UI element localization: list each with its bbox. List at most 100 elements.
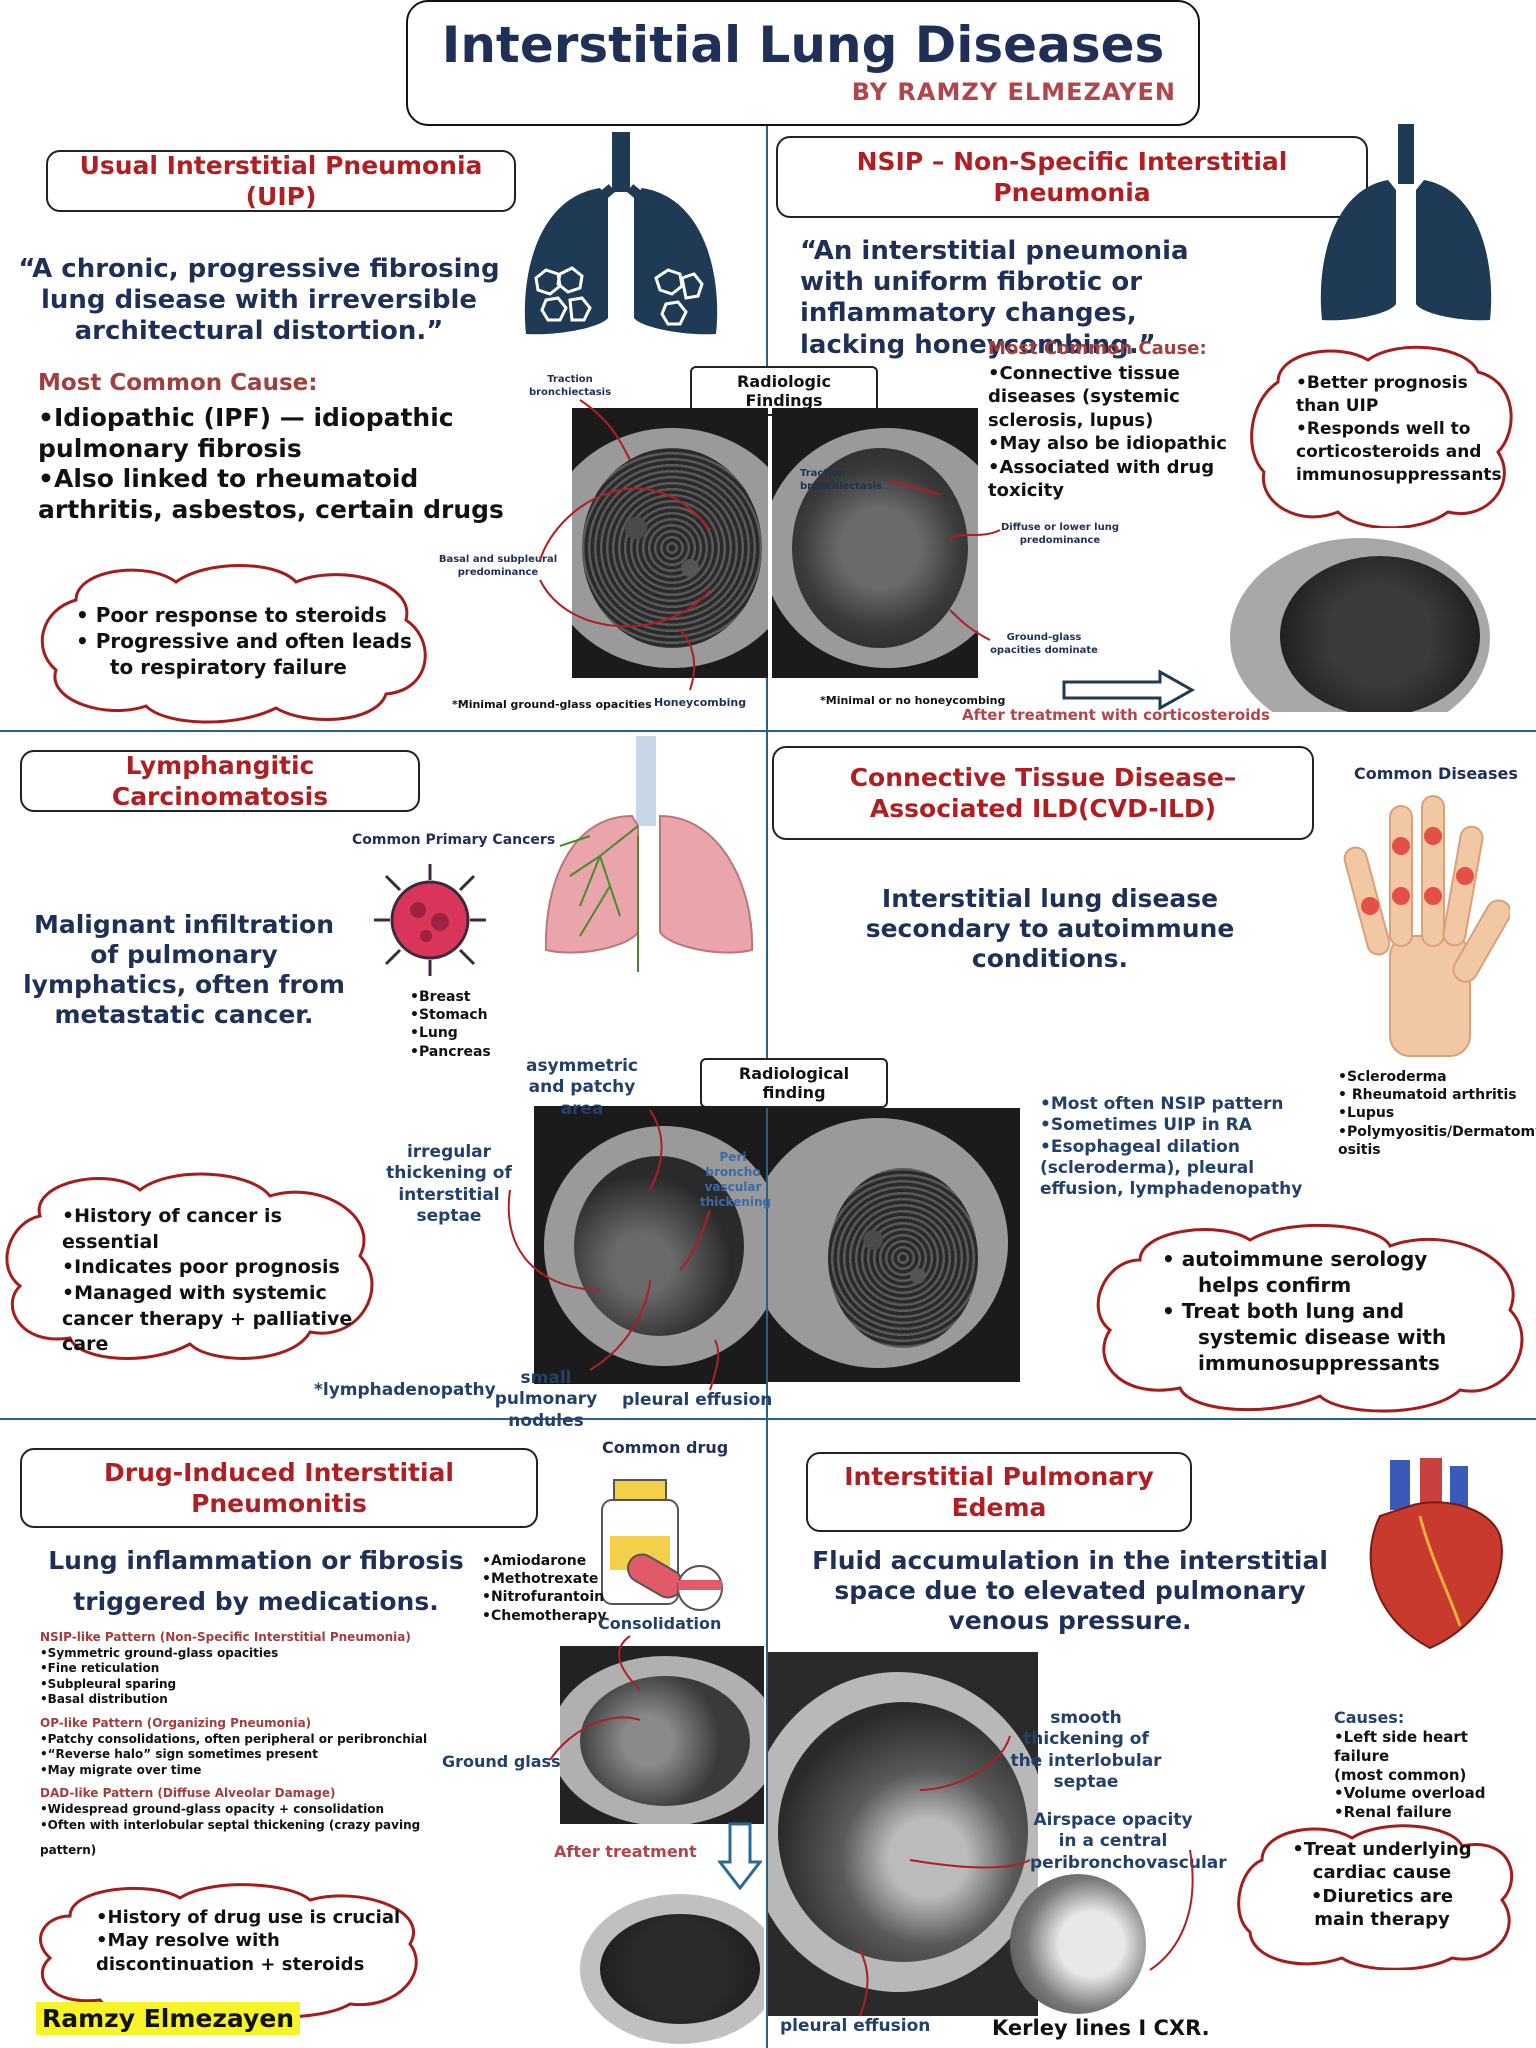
lymph-cloud-line-1: •History of cancer is essential bbox=[62, 1205, 282, 1253]
uip-ct-scan bbox=[572, 408, 768, 678]
drug-ct-scan-before bbox=[560, 1646, 764, 1824]
drug-cloud-line-3: discontinuation + steroids bbox=[96, 1953, 365, 1975]
edema-cause-1: •Left side heart failure bbox=[1334, 1728, 1468, 1765]
uip-cloud-line-2: • Progressive and often leads bbox=[76, 629, 412, 653]
lymph-irregular-label: irregular thickening of interstitial sep… bbox=[386, 1142, 512, 1226]
lymph-cloud-line-5: care bbox=[62, 1333, 109, 1356]
radiologic-findings-label: Radiologic Findings bbox=[690, 366, 878, 416]
drug-op-item-2: •“Reverse halo” sign sometimes present bbox=[40, 1747, 318, 1762]
drug-title: Drug-Induced Interstitial Pneumonitis bbox=[20, 1448, 538, 1528]
uip-title: Usual Interstitial Pneumonia (UIP) bbox=[46, 150, 516, 212]
nsip-traction-label: Traction bronchiectasis bbox=[800, 468, 883, 492]
cvd-cloud-line-2: helps confirm bbox=[1198, 1273, 1352, 1297]
uip-cause-2: •Also linked to rheumatoid arthritis, as… bbox=[38, 464, 504, 525]
arthritic-hand-icon bbox=[1343, 795, 1510, 1057]
uip-cause-label: Most Common Cause: bbox=[38, 370, 318, 396]
cvd-ct-scan bbox=[768, 1108, 1020, 1382]
nsip-minimal-honey-label: *Minimal or no honeycombing bbox=[820, 694, 1006, 707]
nsip-cause-1: •Connective tissue diseases (systemic sc… bbox=[988, 363, 1180, 431]
drug-cloud-line-1: •History of drug use is crucial bbox=[96, 1907, 401, 1928]
edema-cause-2: (most common) bbox=[1334, 1765, 1467, 1784]
uip-honeycombing-label: Honeycombing bbox=[654, 696, 747, 709]
horizontal-divider-2 bbox=[0, 1418, 1536, 1420]
nsip-after-ct-scan bbox=[1230, 528, 1490, 712]
lymph-arrows bbox=[507, 1109, 720, 1391]
lymph-description: Malignant infiltration of pulmonary lymp… bbox=[23, 910, 345, 1029]
lymph-cancer-4: •Pancreas bbox=[410, 1043, 491, 1060]
drug-op-item-3: •May migrate over time bbox=[40, 1762, 202, 1777]
lymph-cloud-line-4: cancer therapy + palliative bbox=[62, 1307, 353, 1330]
cvd-common-diseases-label: Common Diseases bbox=[1354, 764, 1518, 783]
drug-after-label: After treatment bbox=[554, 1842, 697, 1861]
drug-list: •Amiodarone •Methotrexate •Nitrofurantoi… bbox=[482, 1552, 607, 1625]
down-arrow-icon bbox=[718, 1822, 762, 1890]
nsip-cloud-line-1: •Better prognosis than UIP bbox=[1296, 373, 1468, 416]
nsip-cloud-line-2: •Responds well to corticosteroids and im… bbox=[1296, 418, 1502, 485]
lymph-lymphadeno-label: *lymphadenopathy bbox=[314, 1380, 496, 1400]
byline: BY RAMZY ELMEZAYEN bbox=[851, 78, 1176, 106]
nsip-quote: “An interstitial pneumonia with uniform … bbox=[800, 236, 1189, 360]
nsip-cause-3: •Associated with drug toxicity bbox=[988, 456, 1215, 501]
uip-cloud-line-1: • Poor response to steroids bbox=[76, 603, 387, 627]
drug-op-head: OP-like Pattern (Organizing Pneumonia) bbox=[40, 1715, 312, 1730]
cvd-finding-2: •Sometimes UIP in RA bbox=[1040, 1115, 1252, 1136]
cvd-cloud-line-5: immunosuppressants bbox=[1198, 1351, 1440, 1375]
page-title: Interstitial Lung Diseases bbox=[441, 16, 1165, 74]
drug-consolidation-label: Consolidation bbox=[598, 1614, 722, 1633]
edema-description: Fluid accumulation in the interstitial s… bbox=[812, 1546, 1328, 1635]
drug-dad-head: DAD-like Pattern (Diffuse Alveolar Damag… bbox=[40, 1786, 336, 1801]
edema-cloud-line-2: cardiac cause bbox=[1312, 1862, 1452, 1884]
lungs-lymphatic-icon bbox=[544, 736, 754, 972]
nsip-diffuse-label: Diffuse or lower lung predominance bbox=[1000, 522, 1119, 546]
after-treatment-arrow-icon bbox=[1062, 669, 1196, 711]
drug-nsip-item-2: •Fine reticulation bbox=[40, 1661, 160, 1676]
cvd-cloud-line-1: • autoimmune serology bbox=[1162, 1247, 1428, 1271]
uip-quote: “A chronic, progressive fibrosing lung d… bbox=[18, 254, 500, 347]
cvd-findings: •Most often NSIP pattern •Sometimes UIP … bbox=[1040, 1094, 1320, 1200]
drug-nsip-item-4: •Basal distribution bbox=[40, 1692, 168, 1707]
lymph-asym-label: asymmetric and patchy area bbox=[525, 1056, 639, 1119]
nsip-gg-label: Ground-glass opacities dominate bbox=[990, 632, 1098, 656]
cvd-cloud: • autoimmune serology helps confirm • Tr… bbox=[1090, 1220, 1530, 1416]
uip-cause-1: •Idiopathic (IPF) — idiopathic pulmonary… bbox=[38, 403, 454, 464]
cvd-diseases-list: •Scleroderma • Rheumatoid arthritis •Lup… bbox=[1338, 1068, 1536, 1159]
cancer-cell-icon bbox=[374, 864, 486, 976]
cvd-description: Interstitial lung disease secondary to a… bbox=[865, 884, 1235, 973]
medicine-bottle-icon bbox=[601, 1479, 723, 1611]
nsip-ct-scan bbox=[772, 408, 978, 678]
drug-description: Lung inflammation or fibrosis triggered … bbox=[48, 1546, 464, 1617]
lymph-cancer-1: •Breast bbox=[410, 989, 471, 1005]
title-box: Interstitial Lung Diseases BY RAMZY ELME… bbox=[406, 0, 1200, 126]
signature: Ramzy Elmezayen bbox=[36, 2002, 301, 2035]
edema-title: Interstitial Pulmonary Edema bbox=[806, 1452, 1192, 1532]
kerley-cxr-image bbox=[1010, 1874, 1146, 2014]
edema-causes-label: Causes: bbox=[1334, 1708, 1405, 1727]
drug-item-1: •Amiodarone bbox=[482, 1553, 587, 1569]
drug-item-2: •Methotrexate bbox=[482, 1571, 599, 1588]
cvd-finding-1: •Most often NSIP pattern bbox=[1040, 1094, 1284, 1114]
uip-basal-label: Basal and subpleural predominance bbox=[438, 554, 558, 578]
cvd-cloud-line-4: systemic disease with bbox=[1198, 1325, 1447, 1349]
uip-cloud-line-3: to respiratory failure bbox=[110, 655, 347, 679]
lymph-cancer-3: •Lung bbox=[410, 1025, 458, 1042]
drug-dad-item-2: •Often with interlobular septal thickeni… bbox=[40, 1817, 421, 1832]
drug-common-label: Common drug bbox=[602, 1438, 729, 1457]
cvd-cloud-line-3: • Treat both lung and bbox=[1162, 1299, 1405, 1323]
cvd-disease-1: •Scleroderma bbox=[1338, 1069, 1447, 1085]
uip-minimal-gg-label: *Minimal ground-glass opacities bbox=[452, 698, 652, 711]
uip-traction-label: Traction bronchiectasis bbox=[528, 374, 612, 398]
lymph-ct-scan bbox=[534, 1106, 766, 1384]
edema-ct-scan bbox=[768, 1652, 1038, 2016]
drug-arrows bbox=[549, 1635, 641, 1761]
heart-icon bbox=[1369, 1458, 1503, 1650]
lungs-icon bbox=[1320, 124, 1492, 321]
nsip-title: NSIP – Non-Specific Interstitial Pneumon… bbox=[776, 136, 1368, 218]
edema-cause-4: •Renal failure bbox=[1334, 1803, 1452, 1821]
drug-ground-glass-label: Ground glass bbox=[442, 1752, 561, 1771]
horizontal-divider-1 bbox=[0, 730, 1536, 732]
cvd-disease-2: • Rheumatoid arthritis bbox=[1338, 1087, 1517, 1104]
nsip-cause-2: •May also be idiopathic bbox=[988, 433, 1227, 455]
lymph-title: Lymphangitic Carcinomatosis bbox=[20, 750, 420, 812]
edema-cause-3: •Volume overload bbox=[1334, 1784, 1486, 1803]
edema-cloud: •Treat underlying cardiac cause •Diureti… bbox=[1232, 1820, 1522, 1970]
